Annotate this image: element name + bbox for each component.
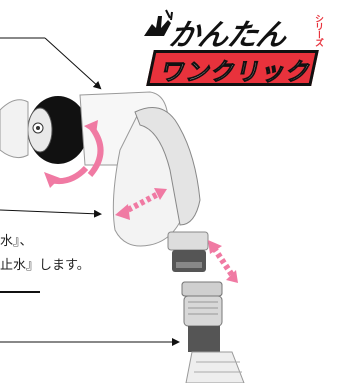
logo-series-label: シリーズ	[313, 14, 323, 46]
coupling-illustration	[181, 281, 223, 297]
lever-arrow	[115, 188, 167, 220]
rotate-arrow	[44, 120, 104, 188]
description-line-2: 止水』します。	[0, 258, 90, 273]
connect-arrow	[208, 240, 238, 283]
description-line-1: 水』、	[0, 234, 33, 249]
hose-nozzle-illustration	[0, 91, 245, 383]
hand-icon	[144, 9, 173, 36]
